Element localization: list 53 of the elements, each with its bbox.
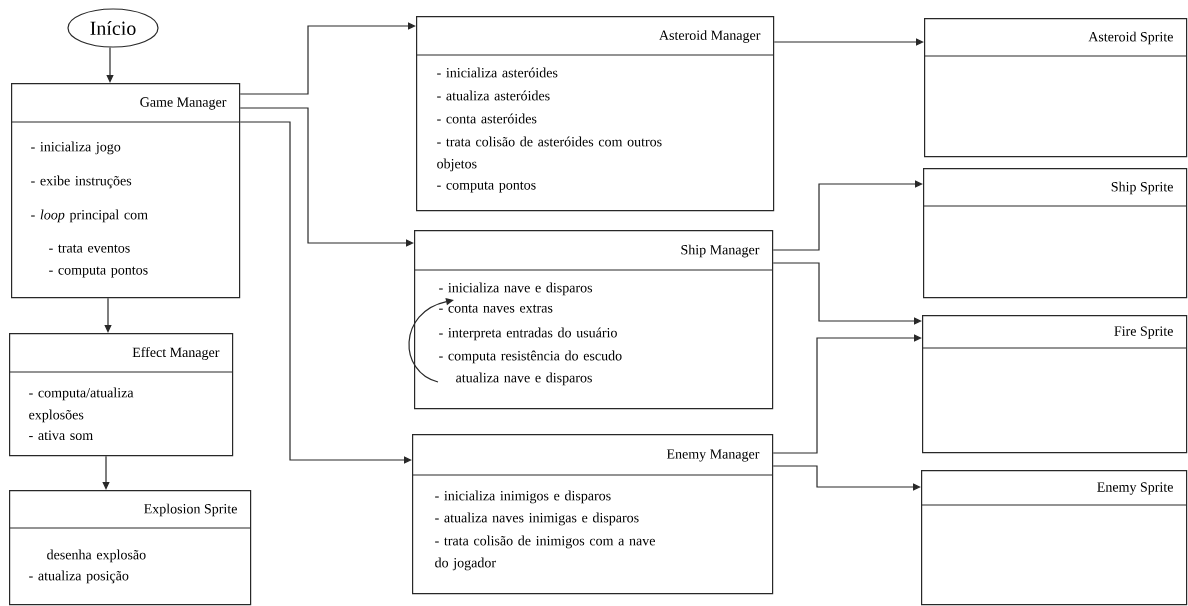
box-title: Enemy Sprite <box>1097 482 1173 495</box>
box-title: Effect Manager <box>132 347 220 360</box>
list-item: - conta asteróides <box>437 113 537 124</box>
list-item: - inicializa nave e disparos <box>439 282 593 296</box>
arrow <box>772 262 922 325</box>
arrow <box>772 180 923 251</box>
list-item: - computa pontos <box>49 266 148 278</box>
list-item: - inicializa inimigos e disparos <box>435 490 611 504</box>
list-item: - conta naves extras <box>439 304 553 313</box>
class-box <box>921 315 1188 454</box>
arrow <box>106 47 114 83</box>
box-title: Ship Sprite <box>1111 181 1173 195</box>
list-item: - computa pontos <box>437 181 536 193</box>
arrow <box>239 107 414 247</box>
list-item: - computa/atualiza explosões <box>29 387 134 423</box>
class-box <box>8 333 234 457</box>
arrow <box>772 465 921 491</box>
list-item: - inicializa jogo <box>31 141 121 155</box>
box-title: Asteroid Manager <box>659 30 761 43</box>
list-item: atualiza nave e disparos <box>456 372 592 386</box>
class-box <box>923 18 1188 158</box>
class-box <box>922 168 1188 299</box>
class-box <box>10 83 241 299</box>
box-title: Explosion Sprite <box>144 503 237 517</box>
arrow <box>102 455 110 490</box>
arrow <box>104 297 112 333</box>
list-item: - atualiza posição <box>29 570 129 584</box>
list-item: - atualiza asteróides <box>437 90 550 101</box>
arrow <box>772 334 922 454</box>
list-item: - inicializa asteróides <box>437 67 558 78</box>
class-box <box>408 230 774 410</box>
list-item: - ativa som <box>29 430 93 440</box>
list-item: - trata colisão de inimigos com a nave do jogador <box>435 535 655 571</box>
arrow <box>239 22 416 95</box>
class-box <box>920 470 1188 606</box>
box-title: Ship Manager <box>681 244 760 258</box>
class-box <box>411 434 774 595</box>
arrow <box>773 38 924 46</box>
list-item: - exibe instruções <box>31 175 132 189</box>
box-title: Game Manager <box>140 97 227 110</box>
class-box <box>8 490 252 606</box>
list-item: - trata colisão de asteróides com outros objetos <box>437 136 662 172</box>
box-title: Fire Sprite <box>1114 326 1173 339</box>
class-box <box>415 16 775 212</box>
list-item: - computa resistência do escudo <box>439 350 622 364</box>
box-title: Asteroid Sprite <box>1088 31 1173 45</box>
list-item: - atualiza naves inimigas e disparos <box>435 512 639 526</box>
arrow <box>239 121 412 464</box>
list-item: desenha explosão <box>47 549 146 563</box>
box-title: Enemy Manager <box>666 449 760 462</box>
list-item: - trata eventos <box>49 244 130 253</box>
list-item: - interpreta entradas do usuário <box>439 327 617 341</box>
list-item: - loop principal com <box>31 209 148 223</box>
